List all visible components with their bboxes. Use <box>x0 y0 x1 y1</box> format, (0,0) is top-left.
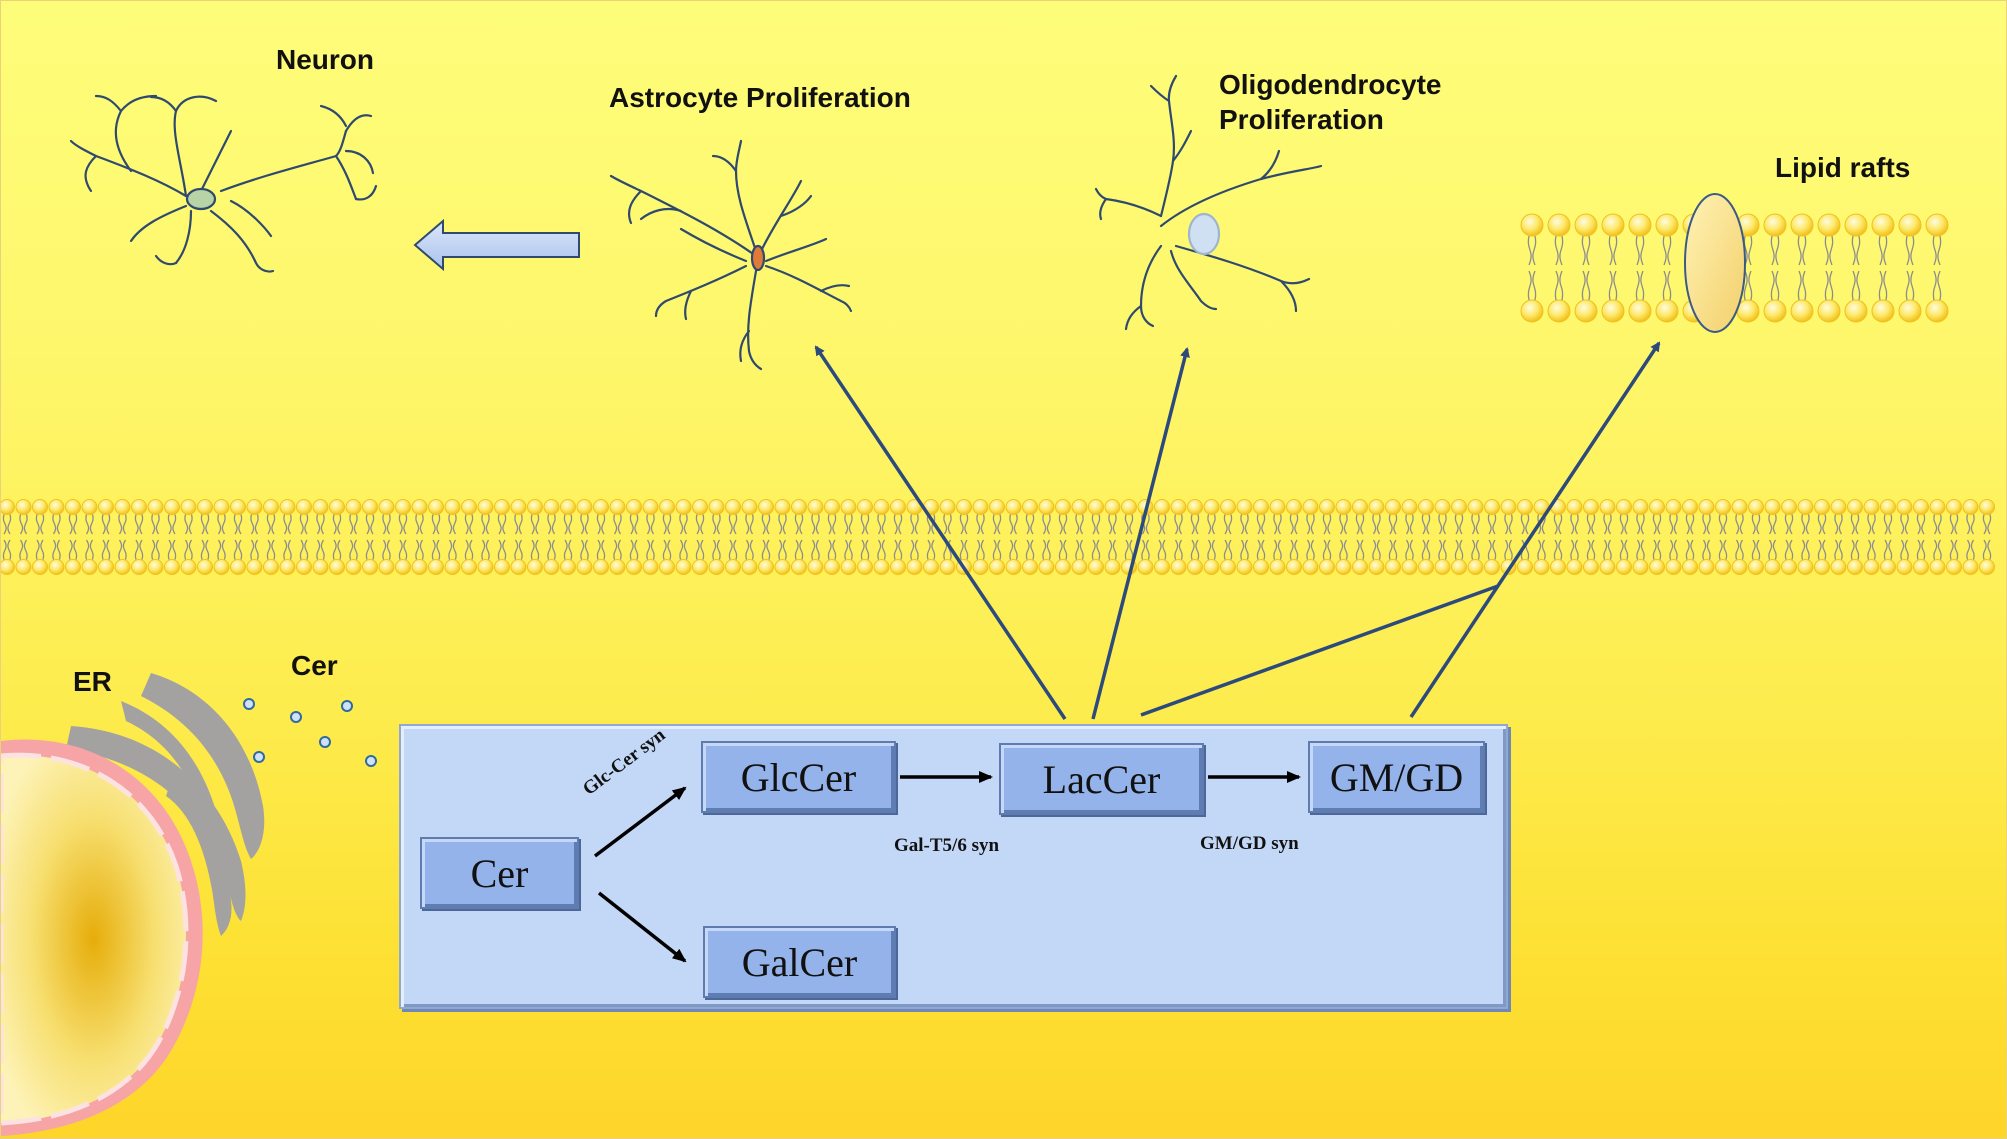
er-organelle <box>66 673 265 936</box>
er-label: ER <box>73 666 112 697</box>
glccer-node: GlcCer <box>701 741 896 813</box>
arrow-to-astrocyte <box>814 345 1067 720</box>
astrocyte-icon <box>609 139 853 371</box>
astrocyte-label: Astrocyte Proliferation <box>609 82 911 113</box>
arrow-branch-to-raft <box>1140 584 1499 717</box>
galcer-node: GalCer <box>703 926 896 998</box>
arrow-to-lipid-rafts <box>1409 341 1661 718</box>
signal-arrows <box>814 341 1661 720</box>
cer-particles <box>243 698 377 767</box>
cer-node: Cer <box>420 837 579 909</box>
lipid-rafts-label: Lipid rafts <box>1775 152 1911 183</box>
oligodendrocyte-label-line2: Proliferation <box>1219 104 1384 135</box>
neuron-label: Neuron <box>276 44 374 75</box>
oligodendrocyte-label-line1: Oligodendrocyte <box>1219 69 1442 100</box>
gmgd-node: GM/GD <box>1308 741 1485 813</box>
nucleus-icon <box>1 739 203 1136</box>
arrow-to-oligodendrocyte <box>1091 347 1190 720</box>
oligodendrocyte-icon <box>1094 74 1323 331</box>
oligodendrocyte-label: Oligodendrocyte Proliferation <box>1219 67 1441 137</box>
gal-t56-syn-label: Gal-T5/6 syn <box>894 835 1000 856</box>
laccer-node: LacCer <box>999 743 1204 815</box>
lipid-raft-protein <box>1684 193 1746 333</box>
neuron-icon <box>69 94 378 273</box>
gm-gd-syn-label: GM/GD syn <box>1200 833 1299 854</box>
left-block-arrow <box>413 218 580 272</box>
plasma-membrane <box>1 499 1995 575</box>
cer-label: Cer <box>291 650 338 681</box>
